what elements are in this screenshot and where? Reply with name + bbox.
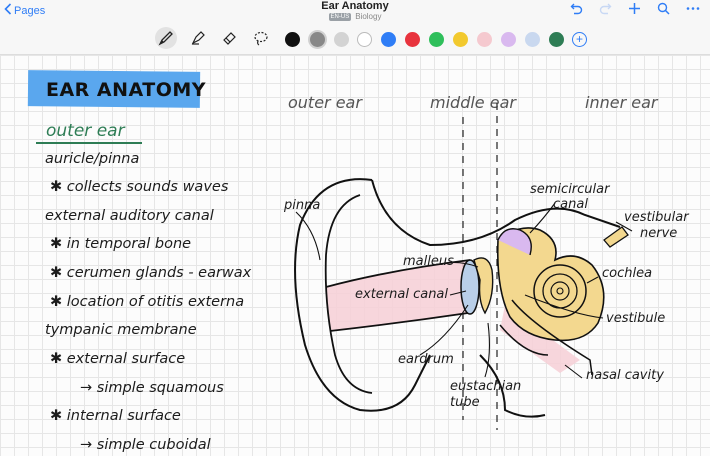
note-line: ✱ cerumen glands - earwax	[50, 265, 252, 281]
pen-icon[interactable]	[155, 27, 177, 49]
label-nasal-cavity: nasal cavity	[586, 368, 664, 383]
label-eustachian-1: eustachian	[450, 379, 522, 394]
language-badge: EN-US	[328, 13, 352, 21]
note-line: ✱ internal surface	[50, 408, 181, 424]
note-canvas[interactable]: EAR ANATOMY outer ear auricle/pinna ✱ co…	[0, 55, 710, 456]
search-icon[interactable]	[657, 2, 670, 18]
more-icon[interactable]	[686, 2, 700, 18]
label-malleus: malleus	[403, 254, 454, 269]
label-vestibular-2: nerve	[640, 226, 678, 241]
color-swatch-black[interactable]	[285, 32, 300, 47]
top-actions	[570, 2, 700, 18]
highlighter-icon[interactable]	[187, 27, 209, 49]
label-eardrum: eardrum	[398, 352, 454, 367]
label-eustachian-2: tube	[450, 395, 480, 410]
notes-heading: EAR ANATOMY	[46, 79, 207, 101]
label-external-canal: external canal	[355, 287, 449, 302]
note-line: auricle/pinna	[45, 151, 140, 167]
chevron-left-icon	[4, 3, 12, 18]
label-pinna: pinna	[284, 198, 321, 213]
note-line: ✱ location of otitis externa	[50, 294, 245, 310]
label-cochlea: cochlea	[602, 266, 653, 281]
ear-diagram	[294, 103, 633, 430]
note-line: ✱ external surface	[50, 351, 186, 367]
eraser-icon[interactable]	[218, 27, 240, 49]
back-label: Pages	[14, 4, 46, 17]
color-swatch-yellow[interactable]	[453, 32, 468, 47]
color-swatch-green[interactable]	[429, 32, 444, 47]
label-semicircular-1: semicircular	[530, 182, 610, 197]
top-bar: Pages Ear Anatomy EN-US Biology	[0, 0, 710, 22]
plus-icon[interactable]	[628, 2, 641, 18]
color-swatch-light-gray[interactable]	[334, 32, 349, 47]
note-line: ✱ collects sounds waves	[50, 179, 229, 195]
color-swatch-red[interactable]	[405, 32, 420, 47]
region-label-outer: outer ear	[288, 93, 362, 112]
pen-toolbar: +	[0, 22, 710, 55]
redo-icon[interactable]	[599, 2, 612, 18]
region-label-inner: inner ear	[585, 93, 658, 112]
color-swatch-gray-selected[interactable]	[310, 32, 325, 47]
label-semicircular-2: canal	[553, 197, 588, 212]
section-underline	[36, 142, 142, 144]
note-line: → simple squamous	[80, 380, 224, 396]
lasso-icon[interactable]	[250, 27, 272, 49]
page-title[interactable]: Ear Anatomy	[321, 0, 389, 12]
color-swatch-blue[interactable]	[381, 32, 396, 47]
color-swatch-lavender[interactable]	[501, 32, 516, 47]
color-swatch-pink[interactable]	[477, 32, 492, 47]
label-vestibule: vestibule	[606, 311, 666, 326]
section-heading: outer ear	[46, 121, 125, 141]
color-swatch-white[interactable]	[357, 32, 372, 47]
back-button[interactable]: Pages	[4, 3, 45, 18]
note-line: external auditory canal	[45, 208, 214, 224]
region-label-middle: middle ear	[430, 93, 516, 112]
label-vestibular-1: vestibular	[624, 210, 689, 225]
note-line: → simple cuboidal	[80, 437, 211, 453]
undo-icon[interactable]	[570, 2, 583, 18]
note-line: ✱ in temporal bone	[50, 236, 192, 252]
color-swatch-light-blue[interactable]	[525, 32, 540, 47]
note-line: tympanic membrane	[45, 322, 197, 338]
add-color-button[interactable]: +	[572, 32, 587, 47]
notebook-name: Biology	[355, 12, 382, 21]
title-block: Ear Anatomy EN-US Biology	[0, 0, 710, 22]
color-swatch-dark-green[interactable]	[549, 32, 564, 47]
